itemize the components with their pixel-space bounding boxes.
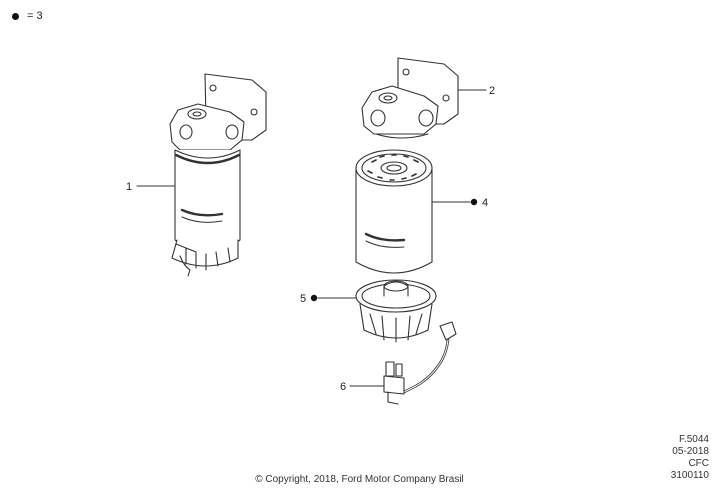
callout-dot-4 <box>470 198 478 206</box>
callout-4: 4 <box>482 197 488 209</box>
water-sensor <box>349 321 457 405</box>
callout-6: 6 <box>340 381 346 393</box>
catalog-code: F.5044 05-2018 CFC 3100110 <box>629 434 709 482</box>
callout-1: 1 <box>126 181 132 193</box>
callout-dot-5 <box>310 294 318 302</box>
catalog-code-line4: 3100110 <box>670 470 709 481</box>
copyright-notice: © Copyright, 2018, Ford Motor Company Br… <box>255 474 464 485</box>
legend-text: = 3 <box>27 10 43 22</box>
catalog-code-line3: CFC <box>688 458 709 469</box>
dot-icon <box>12 12 19 20</box>
water-separator-bowl <box>317 279 437 343</box>
filter-element <box>355 149 471 274</box>
catalog-code-line2: 05-2018 <box>672 446 709 457</box>
callout-5: 5 <box>300 293 306 305</box>
callout-2: 2 <box>489 85 495 97</box>
filter-head <box>361 57 487 139</box>
catalog-code-line1: F.5044 <box>678 434 709 445</box>
assembled-filter <box>136 73 267 277</box>
legend: = 3 <box>12 10 43 22</box>
